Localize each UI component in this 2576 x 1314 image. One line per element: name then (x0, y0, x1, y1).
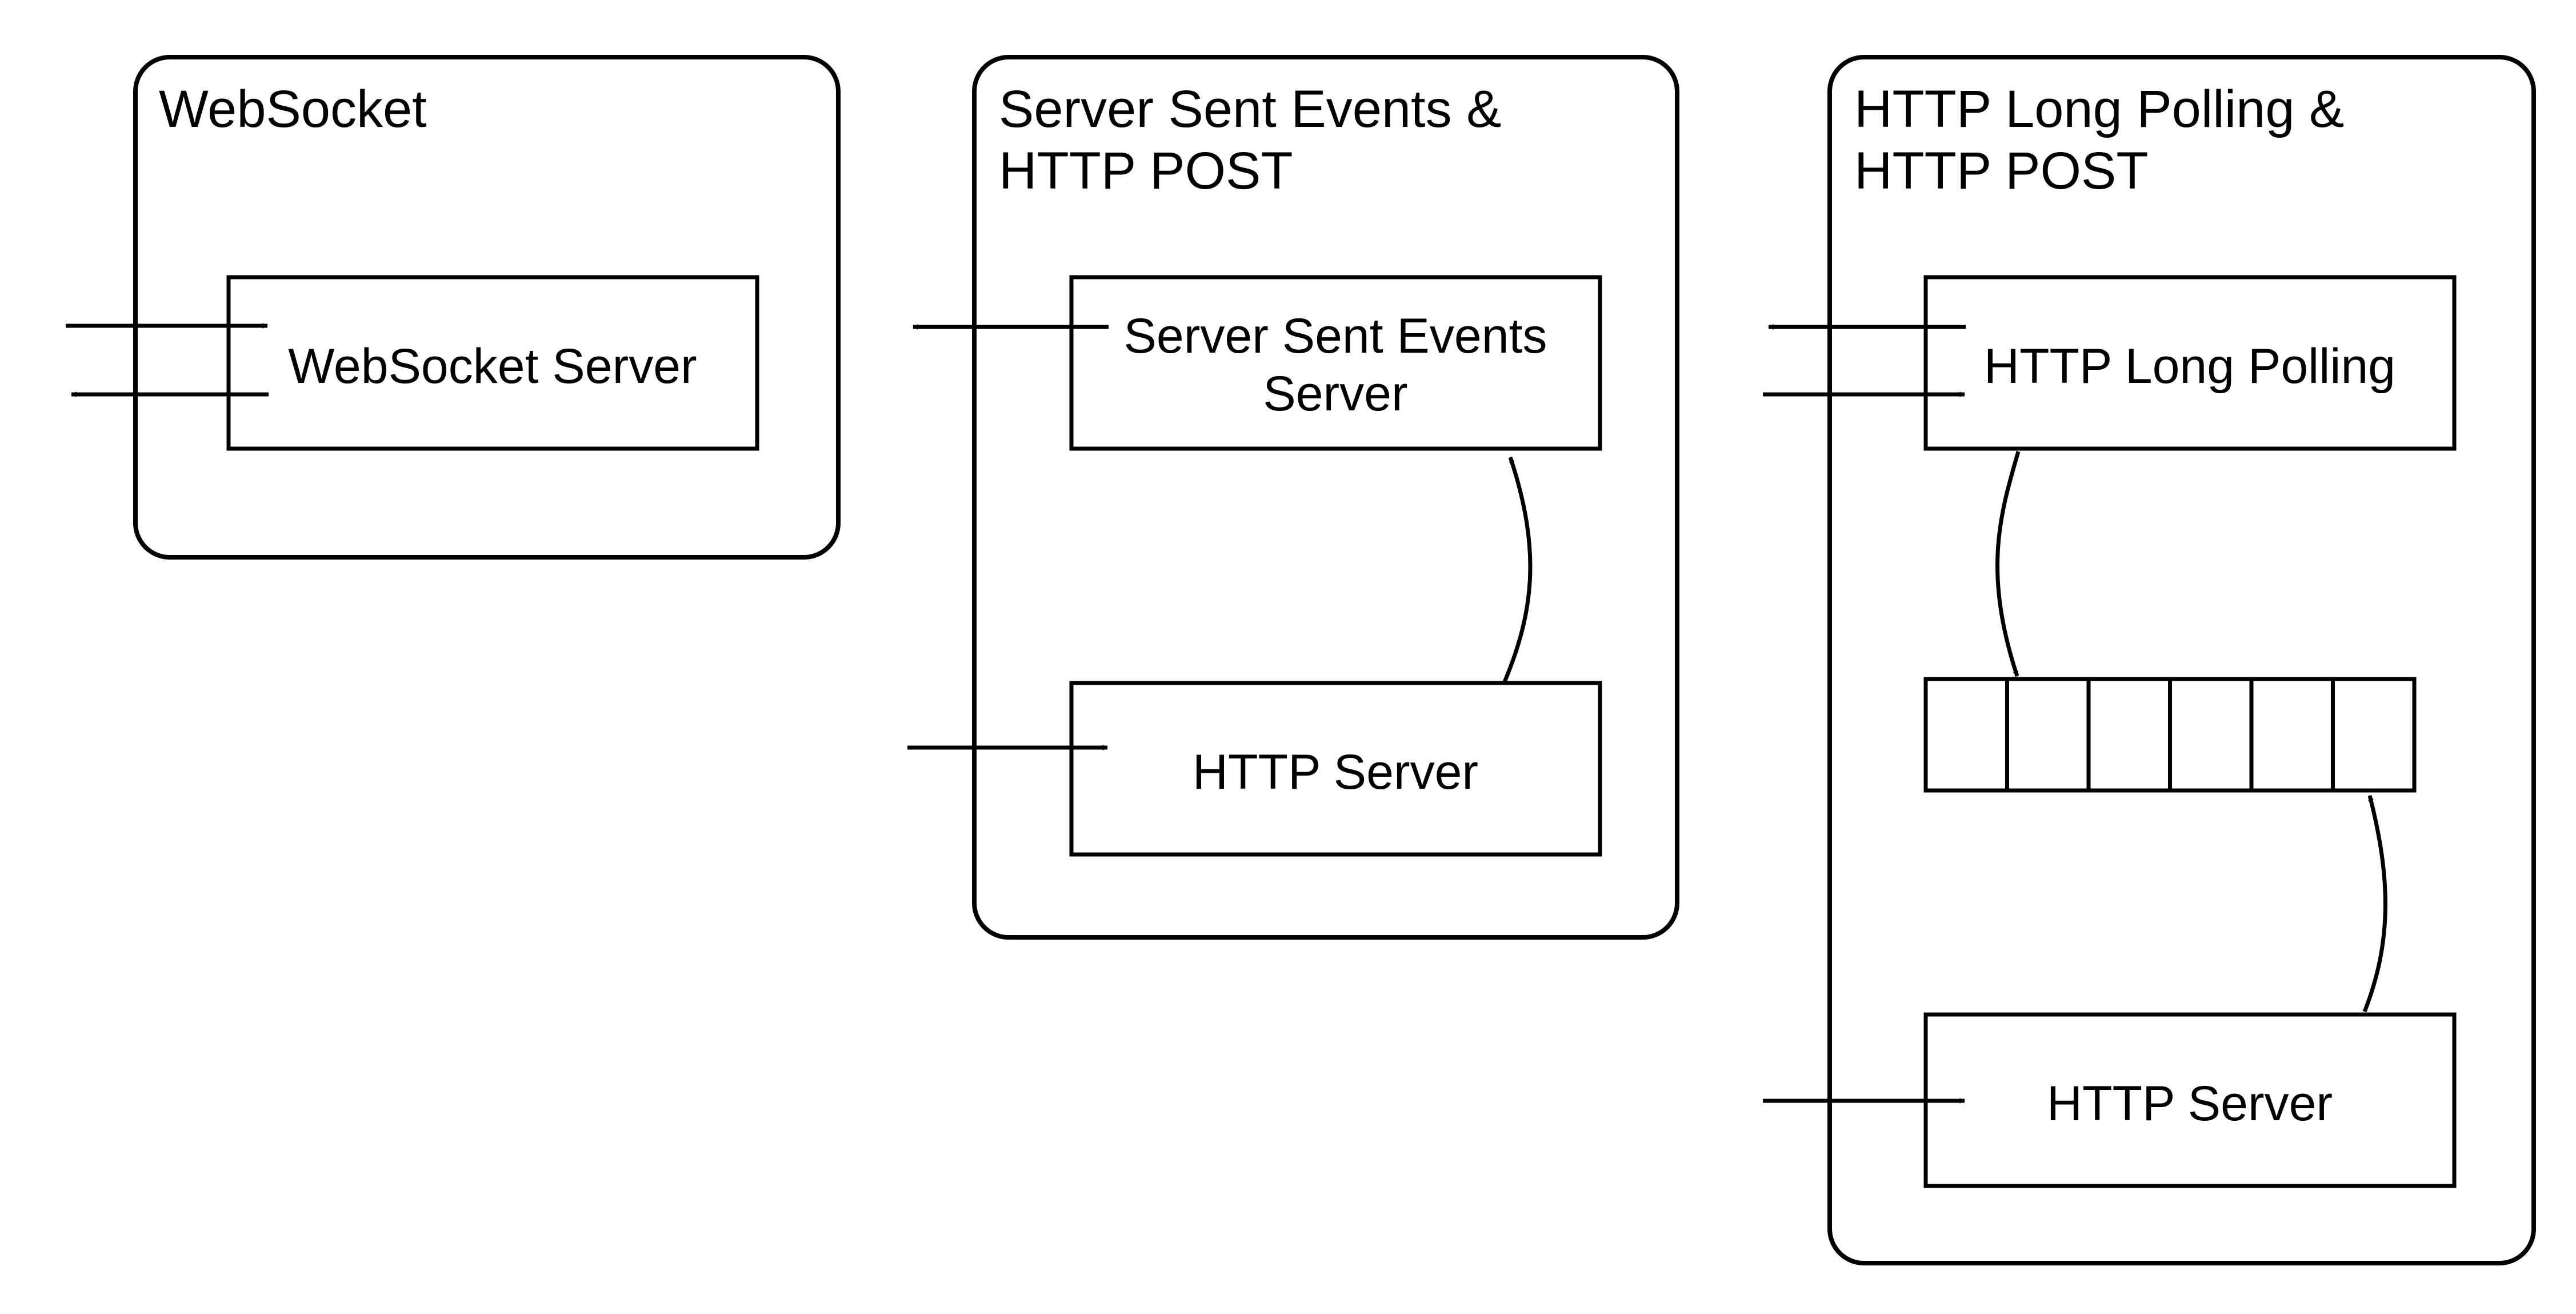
long-polling-http-server-label: HTTP Server (2047, 1076, 2333, 1131)
websocket-server-label: WebSocket Server (288, 339, 697, 394)
websocket-group-title: WebSocket (159, 80, 427, 138)
queue-cell (1923, 677, 2009, 793)
long-polling-group: HTTP Long Polling & HTTP POST HTTP Long … (1763, 55, 2536, 1265)
long-polling-group-title-line2: HTTP POST (1854, 142, 2149, 200)
sse-server-node (1069, 275, 1602, 451)
long-polling-to-queue-arrow (1995, 451, 2021, 677)
sse-group-title-line1: Server Sent Events & (999, 80, 1502, 138)
long-polling-label: HTTP Long Polling (1984, 339, 2395, 394)
sse-http-server-node (1069, 681, 1602, 857)
sse-http-server-label: HTTP Server (1193, 745, 1478, 800)
queue-cell (2086, 677, 2172, 793)
long-polling-node (1923, 275, 2457, 451)
http-server-to-queue-arrow (2362, 795, 2387, 1013)
queue-cell (2331, 677, 2417, 793)
sse-server-label-line1: Server Sent Events (1124, 309, 1547, 364)
sse-group-title-line2: HTTP POST (999, 142, 1293, 200)
queue-cell (2168, 677, 2254, 793)
websocket-group: WebSocket WebSocket Server (66, 55, 841, 560)
sse-http-to-sse-arrow (1502, 456, 1533, 683)
message-queue (1923, 677, 2417, 793)
sse-server-label-line2: Server (1263, 366, 1407, 421)
websocket-server-node (226, 275, 759, 451)
long-polling-group-title-line1: HTTP Long Polling & (1854, 80, 2344, 138)
long-polling-http-server-node (1923, 1012, 2457, 1188)
sse-group: Server Sent Events & HTTP POST Server Se… (907, 55, 1679, 940)
queue-cell (2249, 677, 2335, 793)
queue-cell (2005, 677, 2091, 793)
